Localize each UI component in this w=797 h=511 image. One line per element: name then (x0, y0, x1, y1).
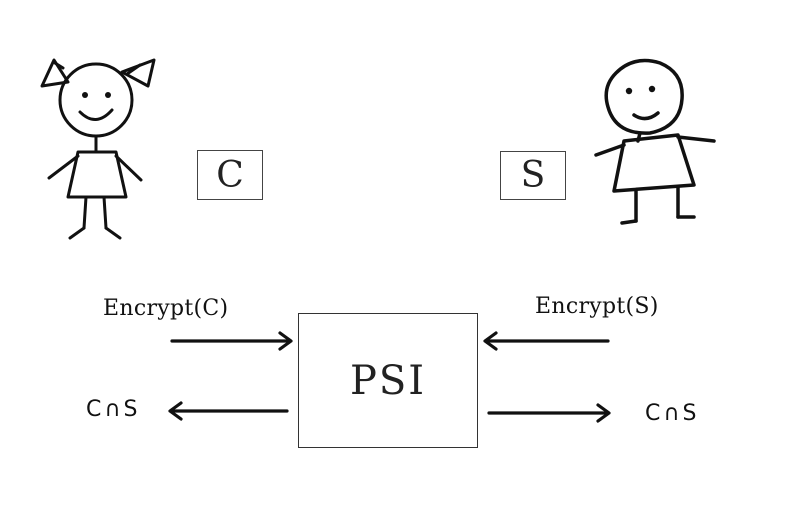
client-set-label: C (216, 154, 244, 196)
server-set-label: S (520, 155, 546, 196)
server-set-box: S (500, 151, 566, 200)
girl-stick-figure-icon (40, 58, 156, 240)
stick-figure-icon (594, 58, 716, 225)
server-intersection-label: C∩S (645, 401, 700, 426)
client-input-arrow (170, 331, 293, 351)
server-output-arrow (487, 403, 611, 423)
server-encrypt-label: Encrypt(S) (535, 294, 659, 319)
psi-box: PSI (298, 313, 478, 448)
server-input-arrow (483, 331, 610, 351)
client-set-box: C (197, 150, 263, 200)
psi-label: PSI (349, 357, 427, 404)
client-encrypt-label: Encrypt(C) (103, 296, 229, 321)
client-intersection-label: C∩S (86, 397, 141, 422)
client-output-arrow (168, 401, 289, 421)
